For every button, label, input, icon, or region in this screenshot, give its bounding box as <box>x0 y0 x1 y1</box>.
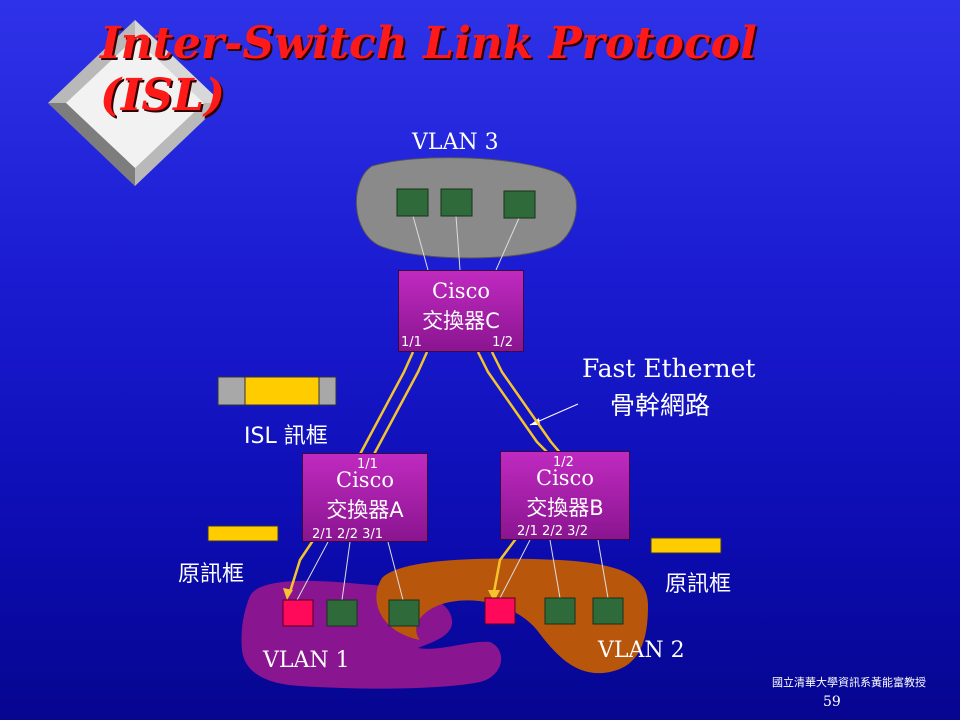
vlan3-host-2 <box>440 188 473 217</box>
trunk-arrow-a-icon <box>283 588 293 600</box>
vlan1-host-red <box>282 599 314 627</box>
original-frame-left-icon <box>207 525 279 542</box>
slide-title: Inter-Switch Link Protocol (ISL) <box>100 18 860 122</box>
diamond-logo-icon <box>48 20 222 186</box>
isl-frame-icon <box>217 376 337 406</box>
switch-a: 1/1 Cisco 交換器A 2/1 2/2 3/1 <box>302 453 428 542</box>
switch-a-name: Cisco <box>336 468 394 492</box>
isl-frame-label: ISL 訊框 <box>244 424 328 449</box>
vlan2-host-2 <box>592 597 624 625</box>
vlan1-host-2 <box>388 599 420 627</box>
switch-c-sub: 交換器C <box>422 309 500 333</box>
backbone-label-en: Fast Ethernet <box>582 354 756 383</box>
footer-author: 國立清華大學資訊系黃能富教授 <box>772 676 926 689</box>
vlan3-label: VLAN 3 <box>412 130 499 155</box>
switch-c-port-1: 1/1 <box>401 335 422 350</box>
vlan3-host-3 <box>503 190 536 219</box>
original-frame-right-label: 原訊框 <box>665 572 732 597</box>
title-line-1: Inter-Switch Link Protocol <box>100 18 757 69</box>
switch-a-ports: 2/1 2/2 3/1 <box>312 527 384 542</box>
title-line-2: (ISL) <box>100 70 225 121</box>
original-frame-right-icon <box>650 537 722 554</box>
switch-a-uplink-port: 1/1 <box>357 457 378 472</box>
switch-c-port-2: 1/2 <box>492 335 513 350</box>
switch-c: Cisco 交換器C 1/1 1/2 <box>398 270 524 352</box>
vlan2-host-red <box>484 597 516 625</box>
vlan1-host-1 <box>326 599 358 627</box>
switch-b-name: Cisco <box>536 466 594 490</box>
vlan2-host-1 <box>544 597 576 625</box>
vlan2-area <box>376 558 648 674</box>
switch-c-name: Cisco <box>432 279 490 303</box>
vlan1-label: VLAN 1 <box>263 648 350 673</box>
page-number: 59 <box>823 694 841 710</box>
trunk-arrow-b-icon <box>488 590 500 602</box>
vlan3-host-1 <box>396 188 429 217</box>
backbone-label-zh: 骨幹網路 <box>610 391 711 420</box>
link-lines <box>296 215 609 601</box>
switch-b-ports: 2/1 2/2 3/2 <box>517 524 589 539</box>
switch-b-sub: 交換器B <box>526 496 604 520</box>
switch-b: 1/2 Cisco 交換器B 2/1 2/2 3/2 <box>500 451 630 540</box>
original-frame-left-label: 原訊框 <box>178 562 245 587</box>
switch-b-uplink-port: 1/2 <box>553 455 574 470</box>
vlan2-label: VLAN 2 <box>598 638 685 663</box>
switch-a-sub: 交換器A <box>326 498 404 522</box>
